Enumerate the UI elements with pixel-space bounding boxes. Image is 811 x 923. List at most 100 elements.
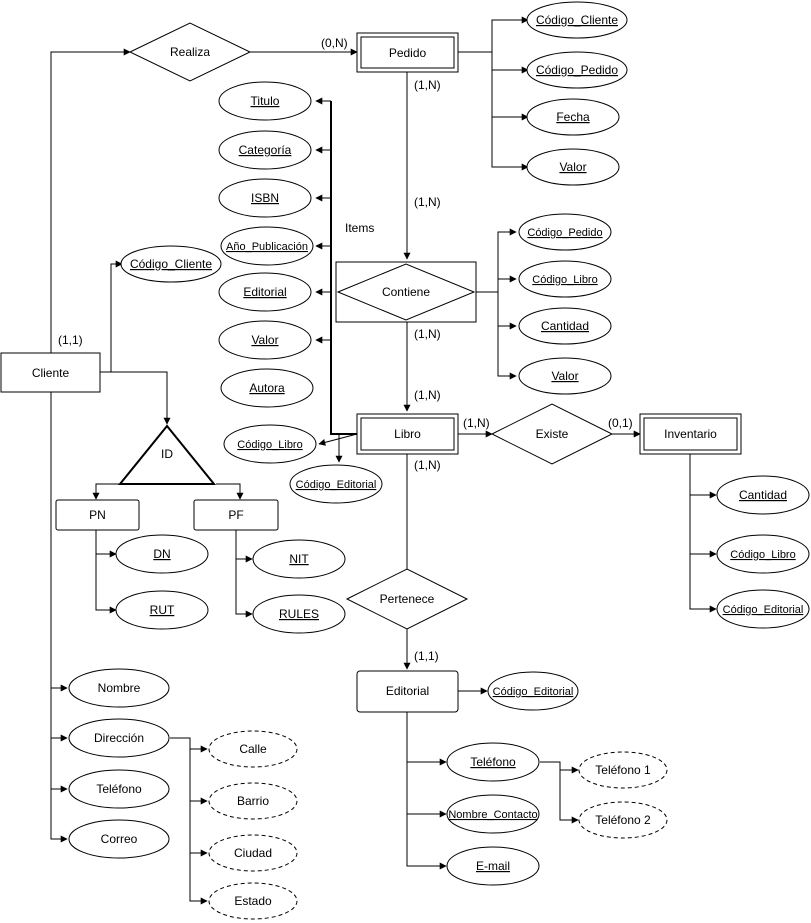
entity-libro[interactable]: Libro [356,413,459,455]
cardinality-libro-pertenece: (1,N) [414,458,441,472]
attr-label: Editorial [243,285,286,299]
relationship-pertenece[interactable]: Pertenece [345,568,469,630]
attr-label: Barrio [237,794,269,808]
connector-libro-codigo-libro [318,433,358,446]
connector-inventario-codigo-editorial [689,554,717,613]
attr-contiene-codigo-libro[interactable]: Código_Libro [518,260,612,298]
attr-cliente-nombre[interactable]: Nombre [68,668,170,708]
attr-pedido-codigo-cliente[interactable]: Código_Cliente [526,1,628,39]
attr-label: Valor [559,160,586,174]
connector-contiene-codigo-libro [497,275,517,292]
attr-label: Año_Publicación [226,241,308,253]
attr-libro-editorial[interactable]: Editorial [218,272,312,312]
attr-label: DN [153,547,170,561]
entity-editorial[interactable]: Editorial [356,670,459,713]
attr-pn-dn[interactable]: DN [115,534,209,574]
attr-label: E-mail [476,859,510,873]
attr-direccion-ciudad[interactable]: Ciudad [208,834,298,872]
entity-pn[interactable]: PN [55,499,140,531]
attr-label: Código_Libro [237,439,302,451]
connector-telefono-2 [559,770,579,824]
attr-editorial-nombre-contacto[interactable]: Nombre_Contacto [446,794,540,834]
attr-libro-categoria[interactable]: Categoría [218,130,312,170]
attr-libro-codigo-editorial[interactable]: Código_Editorial [289,464,383,504]
attr-cliente-telefono[interactable]: Teléfono [68,769,170,809]
attr-direccion-barrio[interactable]: Barrio [208,782,298,820]
attr-editorial-telefono[interactable]: Teléfono [446,742,540,782]
attr-cliente-codigo-cliente[interactable]: Código_Cliente [120,245,222,283]
connectors [50,16,717,905]
attr-label: Teléfono 2 [595,813,651,827]
relationship-contiene-box[interactable]: Contiene [335,261,477,323]
attr-libro-autora[interactable]: Autora [220,368,314,408]
cardinality-existe-inventario: (0,1) [608,416,633,430]
attr-label: RULES [279,607,319,621]
entity-label: PF [228,508,243,522]
relationship-label: Pertenece [380,592,435,606]
connector-id-pn [92,483,120,500]
attr-label: Código_Cliente [130,257,212,271]
connector-contiene-cantidad [497,292,517,330]
attr-contiene-codigo-pedido[interactable]: Código_Pedido [518,213,612,251]
entity-pedido[interactable]: Pedido [356,32,459,73]
attr-label: NIT [289,552,309,566]
attr-label: Teléfono [96,782,142,796]
attr-direccion-estado[interactable]: Estado [208,882,298,920]
attr-libro-anio-publicacion[interactable]: Año_Publicación [220,226,314,266]
attr-label: Código_Editorial [493,686,574,698]
specialization-id[interactable]: ID [117,424,217,485]
attr-pf-rules[interactable]: RULES [252,594,346,634]
entity-label: Editorial [386,684,429,698]
attr-direccion-calle[interactable]: Calle [208,730,298,768]
specialization-label: ID [161,447,173,461]
attr-pf-nit[interactable]: NIT [252,539,346,579]
attr-telefono-1[interactable]: Teléfono 1 [578,751,668,789]
connector-editorial-email [406,712,447,870]
attr-label: Titulo [251,94,280,108]
attr-label: Cantidad [541,319,589,333]
entity-label: Pedido [389,46,427,60]
attr-inventario-codigo-libro[interactable]: Código_Libro [716,534,810,574]
attr-cliente-direccion[interactable]: Dirección [68,718,170,758]
attr-label: Código_Pedido [536,63,618,77]
relationship-realiza[interactable]: Realiza [128,22,252,82]
cardinality-libro-contiene: (1,N) [414,388,441,402]
entity-inventario[interactable]: Inventario [639,413,742,455]
attr-cliente-correo[interactable]: Correo [68,819,170,859]
relationship-label: Realiza [170,45,210,59]
attr-inventario-codigo-editorial[interactable]: Código_Editorial [716,589,810,629]
attr-pn-rut[interactable]: RUT [115,590,209,630]
attr-telefono-2[interactable]: Teléfono 2 [578,801,668,839]
attr-label: Nombre_Contacto [448,809,537,821]
relationship-existe[interactable]: Existe [490,403,614,465]
connector-pf-nit [235,530,253,563]
attr-label: Fecha [556,110,590,124]
attr-pedido-codigo-pedido[interactable]: Código_Pedido [526,51,628,89]
attr-pedido-valor[interactable]: Valor [526,148,620,186]
attr-libro-isbn[interactable]: ISBN [218,178,312,218]
attr-editorial-email[interactable]: E-mail [446,846,540,886]
cardinality-pedido-contiene: (1,N) [414,78,441,92]
attr-pedido-fecha[interactable]: Fecha [526,98,620,136]
attr-contiene-valor[interactable]: Valor [518,357,612,395]
attr-label: Dirección [94,731,144,745]
attr-label: Teléfono 1 [595,763,651,777]
connector-pn-dn [95,530,117,558]
attr-libro-codigo-libro[interactable]: Código_Libro [223,424,317,464]
connector-cliente-realiza [50,48,131,353]
connector-pf-rules [235,559,253,618]
entity-cliente[interactable]: Cliente [0,352,101,393]
attr-contiene-cantidad[interactable]: Cantidad [518,307,612,345]
attr-label: Calle [239,742,267,756]
entity-label: Cliente [32,366,70,380]
connector-telefono-1 [540,761,579,774]
attr-label: Valor [251,333,278,347]
attr-editorial-codigo-editorial[interactable]: Código_Editorial [487,671,579,711]
attr-label: Código_Pedido [527,227,602,239]
attr-libro-titulo[interactable]: Titulo [218,81,312,121]
attr-inventario-cantidad[interactable]: Cantidad [716,475,810,515]
entity-pf[interactable]: PF [193,499,279,531]
connector-pedido-codigo-cliente [458,16,529,53]
connector-inventario-cantidad [689,454,717,499]
attr-libro-valor[interactable]: Valor [218,320,312,360]
